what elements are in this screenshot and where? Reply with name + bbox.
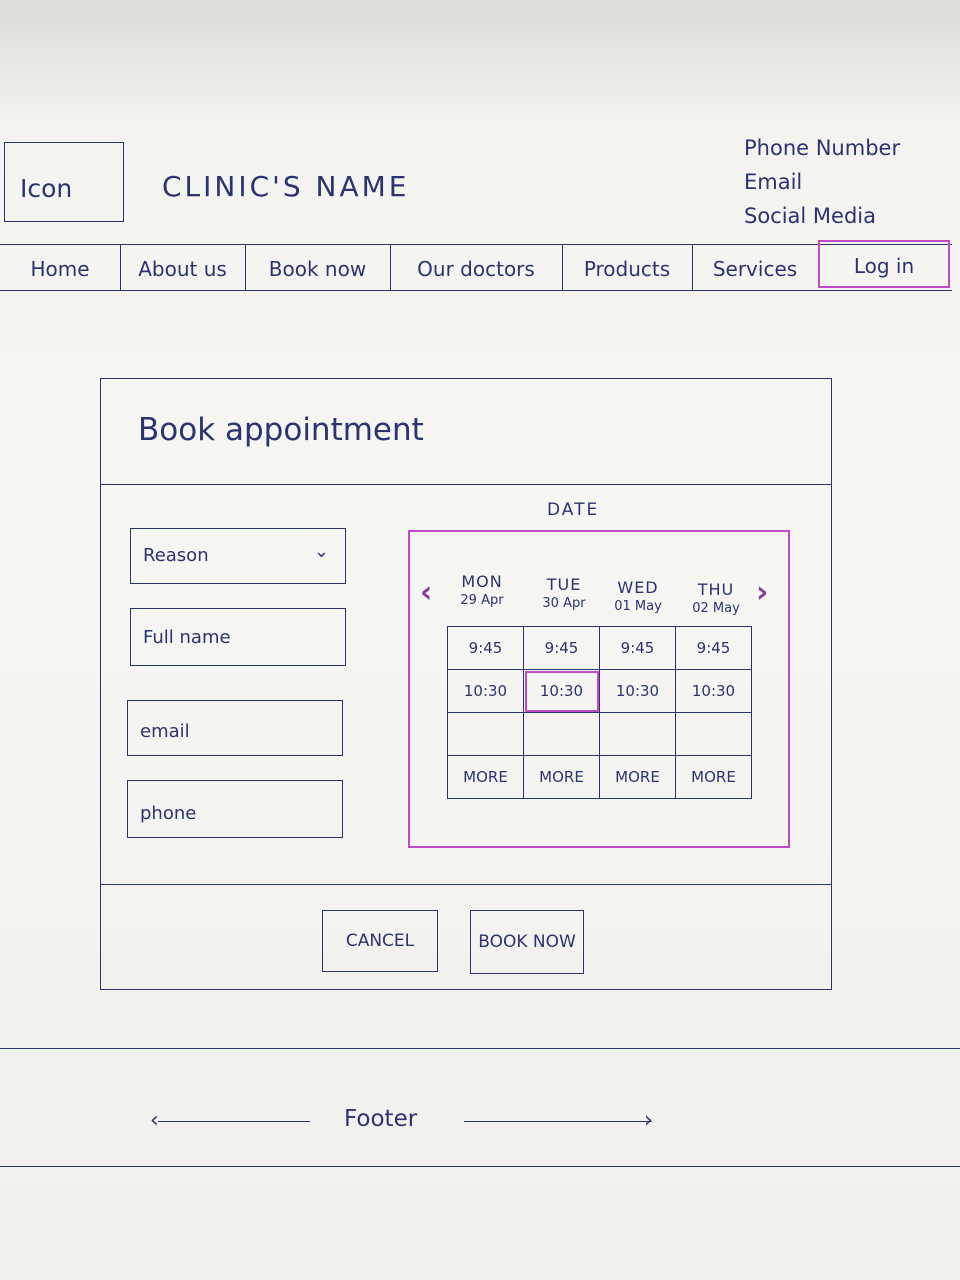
date-label: DATE bbox=[547, 500, 600, 520]
day-date: 30 Apr bbox=[542, 596, 586, 611]
time-slot[interactable]: 9:45 bbox=[599, 626, 676, 670]
time-slot-empty bbox=[447, 712, 524, 756]
day-header-tue[interactable]: TUE 30 Apr bbox=[524, 575, 604, 611]
paper-top-shadow bbox=[0, 0, 960, 118]
dialog-footer-divider bbox=[100, 884, 832, 885]
nav-item-about-us[interactable]: About us bbox=[138, 257, 227, 281]
time-slot-grid: 9:45 9:45 9:45 9:45 10:30 10:30 10:30 10… bbox=[447, 626, 752, 799]
full-name-input[interactable]: Full name bbox=[130, 608, 346, 666]
day-date: 01 May bbox=[614, 599, 662, 614]
dialog-header-divider bbox=[100, 484, 832, 485]
contact-email[interactable]: Email bbox=[744, 170, 803, 194]
reason-select[interactable]: Reason ⌄ bbox=[130, 528, 346, 584]
email-input[interactable]: email bbox=[127, 700, 343, 756]
nav-item-services[interactable]: Services bbox=[712, 257, 798, 281]
clinic-name: CLINIC'S NAME bbox=[162, 170, 410, 203]
nav-divider bbox=[562, 244, 563, 290]
dialog-title: Book appointment bbox=[138, 412, 424, 448]
day-header-thu[interactable]: THU 02 May bbox=[676, 580, 756, 616]
arrow-right-icon: › bbox=[644, 1108, 653, 1133]
day-header-mon[interactable]: MON 29 Apr bbox=[442, 572, 522, 608]
footer-label: Footer bbox=[344, 1106, 418, 1132]
nav-item-our-doctors[interactable]: Our doctors bbox=[417, 257, 535, 281]
time-slot[interactable]: 9:45 bbox=[523, 626, 600, 670]
nav-divider bbox=[390, 244, 391, 290]
more-button[interactable]: MORE bbox=[447, 755, 524, 799]
day-name: TUE bbox=[546, 575, 582, 594]
footer-bottom-border bbox=[0, 1166, 960, 1167]
arrow-left-icon: ‹ bbox=[150, 1108, 159, 1133]
day-name: THU bbox=[697, 580, 735, 599]
nav-divider bbox=[692, 244, 693, 290]
nav-item-products[interactable]: Products bbox=[583, 257, 671, 281]
day-name: WED bbox=[617, 578, 659, 597]
logo-label: Icon bbox=[20, 174, 73, 203]
phone-input[interactable]: phone bbox=[127, 780, 343, 838]
chevron-right-icon[interactable]: › bbox=[756, 575, 769, 610]
time-slot[interactable]: 10:30 bbox=[675, 669, 752, 713]
time-slot-selected[interactable]: 10:30 bbox=[523, 669, 600, 713]
date-picker bbox=[408, 530, 790, 848]
booking-dialog bbox=[100, 378, 832, 990]
chevron-left-icon[interactable]: ‹ bbox=[420, 575, 433, 610]
footer-top-border bbox=[0, 1048, 960, 1049]
day-date: 02 May bbox=[692, 601, 740, 616]
nav-item-book-now[interactable]: Book now bbox=[268, 257, 367, 281]
time-slot-empty bbox=[675, 712, 752, 756]
book-now-button[interactable]: BOOK NOW bbox=[470, 910, 584, 974]
chevron-down-icon: ⌄ bbox=[313, 541, 329, 562]
time-slot[interactable]: 10:30 bbox=[599, 669, 676, 713]
day-name: MON bbox=[461, 572, 503, 591]
nav-divider bbox=[120, 244, 121, 290]
time-slot-empty bbox=[599, 712, 676, 756]
nav-top-border bbox=[0, 244, 952, 245]
phone-placeholder: phone bbox=[140, 803, 197, 824]
day-date: 29 Apr bbox=[460, 593, 504, 608]
more-button[interactable]: MORE bbox=[675, 755, 752, 799]
time-slot[interactable]: 10:30 bbox=[447, 669, 524, 713]
time-slot[interactable]: 9:45 bbox=[675, 626, 752, 670]
contact-phone[interactable]: Phone Number bbox=[744, 136, 901, 160]
full-name-placeholder: Full name bbox=[143, 627, 231, 648]
reason-placeholder: Reason bbox=[143, 545, 209, 566]
time-slot[interactable]: 9:45 bbox=[447, 626, 524, 670]
nav-bottom-border bbox=[0, 290, 952, 291]
nav-item-home[interactable]: Home bbox=[30, 257, 90, 281]
time-slot-empty bbox=[523, 712, 600, 756]
login-button[interactable] bbox=[818, 240, 950, 288]
login-label: Log in bbox=[853, 254, 915, 278]
nav-divider bbox=[245, 244, 246, 290]
more-button[interactable]: MORE bbox=[599, 755, 676, 799]
footer-arrow-line-right bbox=[464, 1121, 652, 1122]
logo[interactable] bbox=[4, 142, 124, 222]
contact-social[interactable]: Social Media bbox=[744, 204, 877, 228]
footer-arrow-line-left bbox=[158, 1121, 310, 1122]
cancel-button[interactable]: CANCEL bbox=[322, 910, 438, 972]
day-header-wed[interactable]: WED 01 May bbox=[598, 578, 678, 614]
more-button[interactable]: MORE bbox=[523, 755, 600, 799]
email-placeholder: email bbox=[140, 721, 190, 742]
